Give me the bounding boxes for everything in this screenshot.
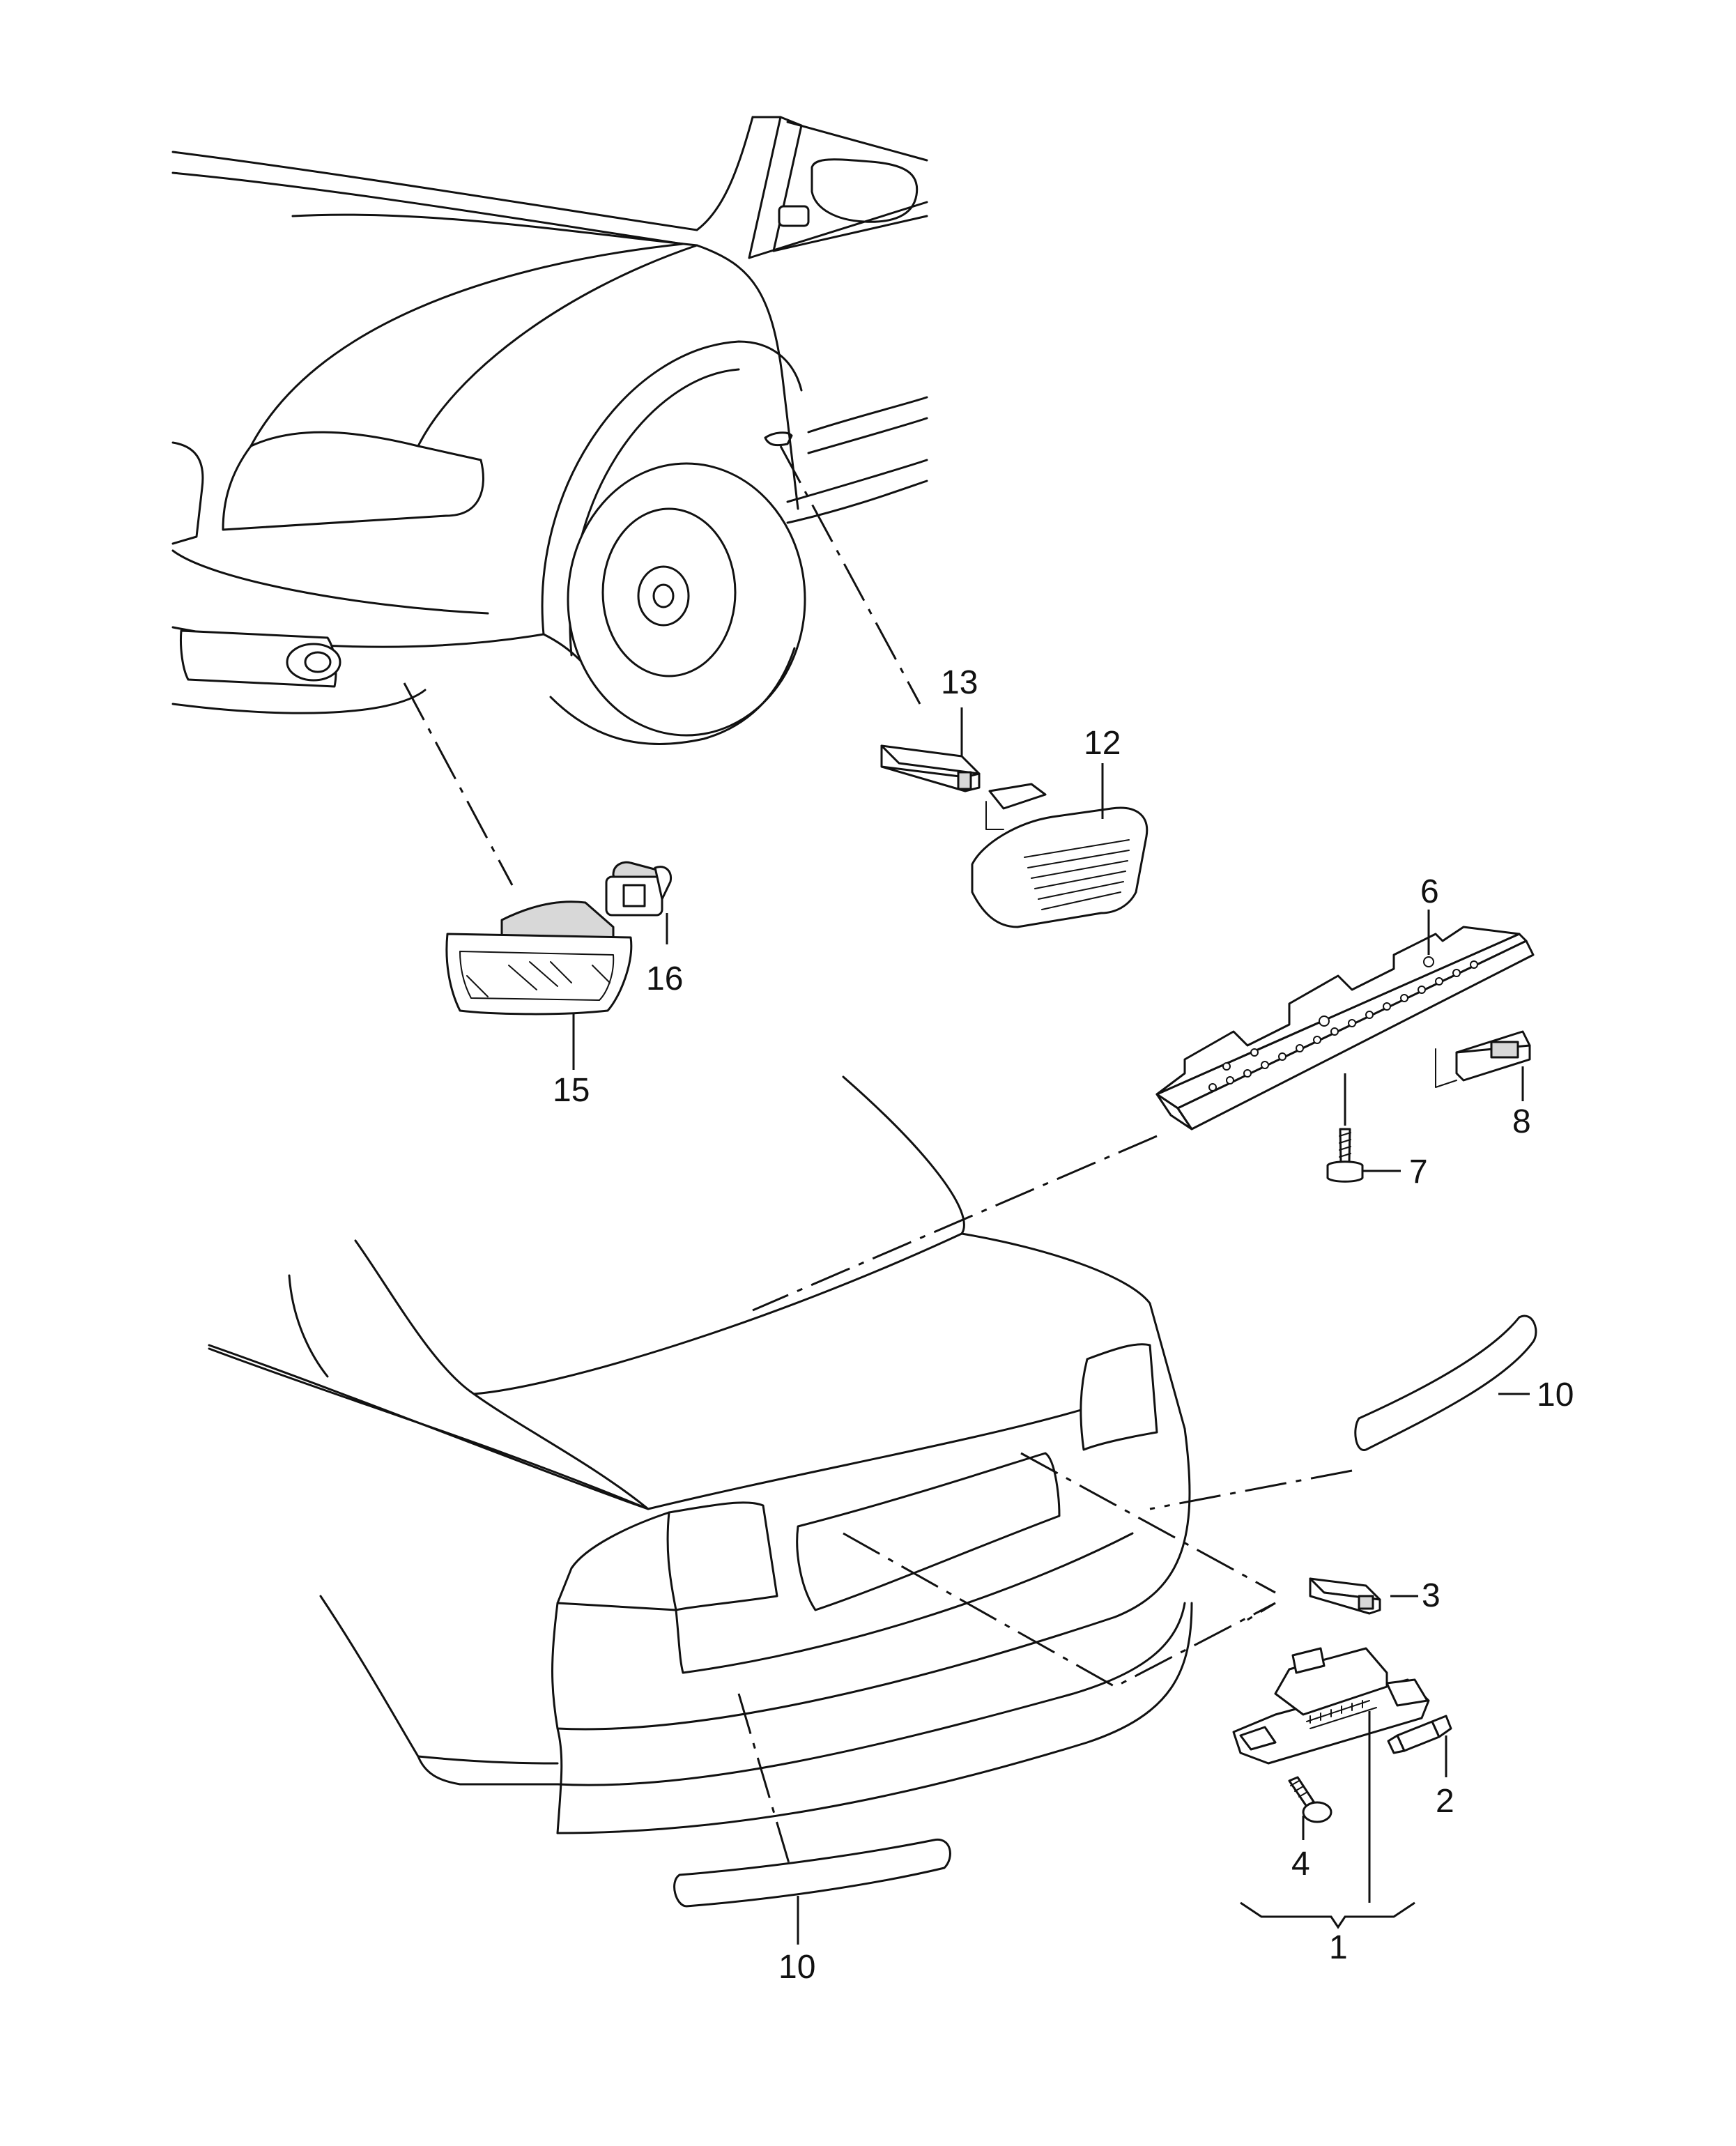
fog-lamp-part-15 [445, 900, 633, 1015]
callout-15: 15 [553, 1072, 590, 1109]
callout-16: 16 [646, 960, 683, 997]
bulb-socket-part-16 [605, 861, 673, 917]
led-holes [1208, 956, 1478, 1091]
callout-8: 8 [1512, 1103, 1531, 1140]
callout-1: 1 [1329, 1929, 1348, 1966]
callout-10-lower: 10 [778, 1949, 815, 1986]
festoon-bulb-part-2 [1387, 1715, 1452, 1754]
callout-6: 6 [1420, 873, 1439, 910]
screw-part-7 [1326, 1128, 1364, 1183]
license-lamp-part-1 [1232, 1647, 1430, 1765]
callout-7: 7 [1409, 1154, 1428, 1190]
reflector-part-10-upper [1354, 1315, 1537, 1451]
bulb-holder-part-8 [1435, 1030, 1531, 1088]
callout-12: 12 [1084, 725, 1121, 762]
callout-10-upper: 10 [1537, 1377, 1574, 1413]
callout-3: 3 [1422, 1577, 1441, 1614]
bulb-holder-part-13 [880, 744, 981, 792]
led-strip-part-6 [1155, 926, 1535, 1131]
callout-leaders [572, 707, 1530, 1945]
rear-car-illustration [208, 1075, 1193, 1834]
front-car-illustration [171, 116, 928, 745]
reflector-part-10-lower [673, 1839, 951, 1908]
callout-4: 4 [1291, 1846, 1310, 1883]
side-marker-part-12 [971, 783, 1149, 928]
callout-labels: 1 2 3 4 6 7 8 10 10 12 13 15 16 [553, 664, 1574, 1986]
bulb-holder-part-3 [1309, 1577, 1381, 1615]
callout-13: 13 [941, 664, 978, 701]
callout-2: 2 [1436, 1783, 1454, 1820]
assembly-leader-lines [403, 445, 1353, 1883]
screw-part-4 [1288, 1776, 1332, 1823]
